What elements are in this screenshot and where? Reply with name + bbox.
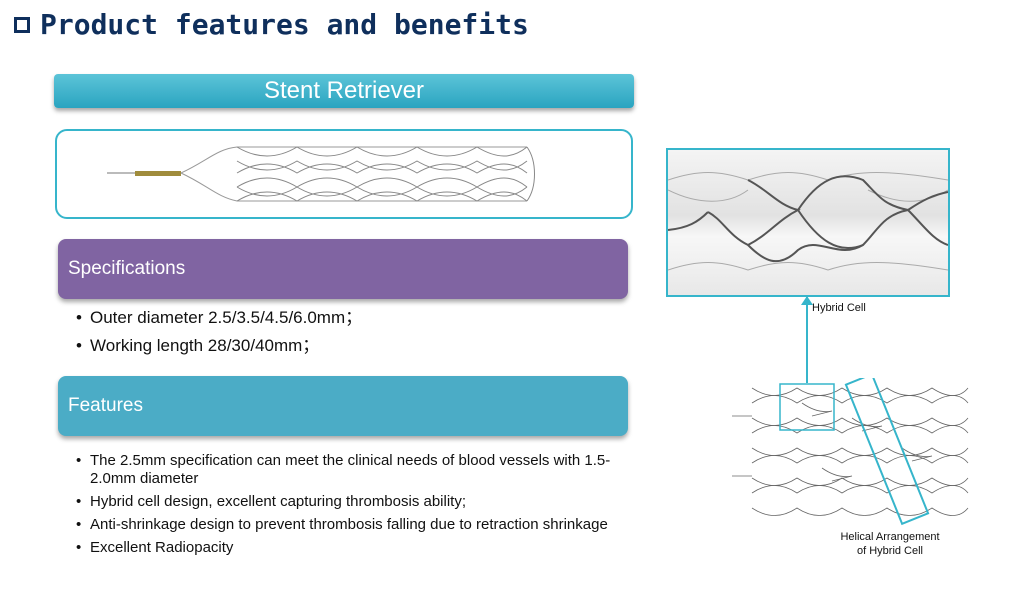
list-item: Anti-shrinkage design to prevent thrombo… xyxy=(74,516,654,534)
list-item: Working length 28/30/40mm； xyxy=(74,334,362,362)
page-header: Product features and benefits xyxy=(14,8,529,41)
list-item: Excellent Radiopacity xyxy=(74,539,654,557)
hybrid-cell-label: Hybrid Cell xyxy=(812,302,866,314)
list-item: Hybrid cell design, excellent capturing … xyxy=(74,493,654,511)
stent-image-frame xyxy=(55,129,633,219)
specifications-list: Outer diameter 2.5/3.5/4.5/6.0mm； Workin… xyxy=(74,306,362,362)
arrow-up-icon xyxy=(801,296,813,305)
arrow-line xyxy=(806,297,808,383)
list-item: The 2.5mm specification can meet the cli… xyxy=(74,452,654,488)
list-item: Outer diameter 2.5/3.5/4.5/6.0mm； xyxy=(74,306,362,334)
features-header: Features xyxy=(58,376,628,436)
helical-label-line2: of Hybrid Cell xyxy=(856,545,924,557)
helical-mesh-diagram xyxy=(732,378,969,526)
product-banner: Stent Retriever xyxy=(54,74,634,108)
hybrid-cell-closeup xyxy=(666,148,950,297)
square-bullet-icon xyxy=(14,16,30,33)
page-title: Product features and benefits xyxy=(40,8,529,41)
features-list: The 2.5mm specification can meet the cli… xyxy=(74,452,654,562)
helical-arrangement-label: Helical Arrangement of Hybrid Cell xyxy=(820,530,960,558)
helical-label-line1: Helical Arrangement xyxy=(840,531,940,543)
specifications-header: Specifications xyxy=(58,239,628,299)
stent-retriever-image xyxy=(107,146,535,202)
hybrid-cell-closeup-image xyxy=(668,172,948,271)
